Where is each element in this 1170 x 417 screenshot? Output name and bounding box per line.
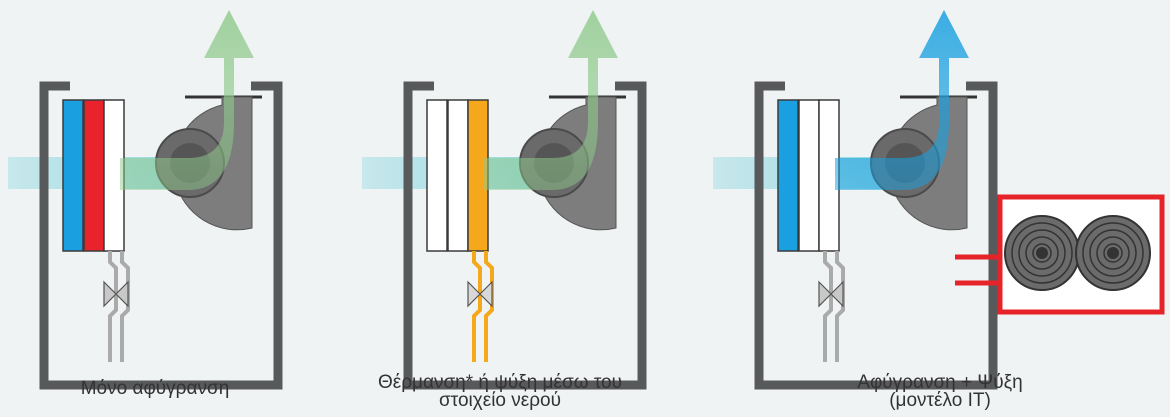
- fan-grille-ring: [1082, 222, 1144, 284]
- air-outflow-arrow: [484, 10, 618, 190]
- air-outflow-arrow: [120, 10, 254, 190]
- unit-dehumidify-only: [8, 10, 283, 390]
- condenser-fan-icon: [1004, 215, 1080, 291]
- coil-element: [83, 99, 105, 252]
- unit-housing: [39, 81, 283, 390]
- caption-line: στοιχείο νερού: [439, 390, 561, 411]
- air-outflow-arrow: [835, 10, 969, 190]
- unit-it-model: [713, 10, 1165, 390]
- caption-water-coil: Θέρμανση* ή ψύξη μέσω του στοιχείο νερού: [330, 372, 670, 411]
- unit-housing: [754, 81, 998, 390]
- pipe-return: [120, 251, 130, 362]
- caption-line: Αφύγρανση + Ψύξη: [857, 372, 1023, 393]
- pipe-supply: [472, 251, 482, 362]
- fan-grille-ring: [1011, 222, 1073, 284]
- caption-it-model: Αφύγρανση + Ψύξη (μοντέλο IT): [820, 372, 1060, 411]
- valve-icon: [103, 280, 129, 308]
- coil-element: [777, 99, 799, 252]
- valve-icon: [818, 280, 844, 308]
- caption-dehumidify-only: Μόνο αφύγρανση: [35, 378, 275, 399]
- fan-grille-ring: [1089, 229, 1137, 277]
- fan-grille-ring: [1103, 243, 1123, 263]
- pipe-return: [484, 251, 494, 362]
- coil-element: [447, 99, 469, 252]
- coil-element: [62, 99, 84, 252]
- condenser-fan-icon: [1075, 215, 1151, 291]
- fan-grille-ring: [1032, 243, 1052, 263]
- pipe-supply: [108, 251, 118, 362]
- fan-grille-ring: [1018, 229, 1066, 277]
- fan-grille-ring: [1096, 236, 1130, 270]
- unit-water-coil: [362, 10, 647, 390]
- fan-grille-hub: [1107, 247, 1119, 259]
- fan-grille-ring: [1025, 236, 1059, 270]
- coil-element: [798, 99, 820, 252]
- valve-icon: [467, 280, 493, 308]
- pipe-supply: [823, 251, 833, 362]
- caption-line: Μόνο αφύγρανση: [80, 378, 230, 399]
- caption-line: Θέρμανση* ή ψύξη μέσω του: [377, 372, 623, 393]
- caption-line: (μοντέλο IT): [889, 390, 991, 411]
- coil-element: [426, 99, 448, 252]
- fan-grille-hub: [1036, 247, 1048, 259]
- unit-housing: [403, 81, 647, 390]
- pipe-return: [835, 251, 845, 362]
